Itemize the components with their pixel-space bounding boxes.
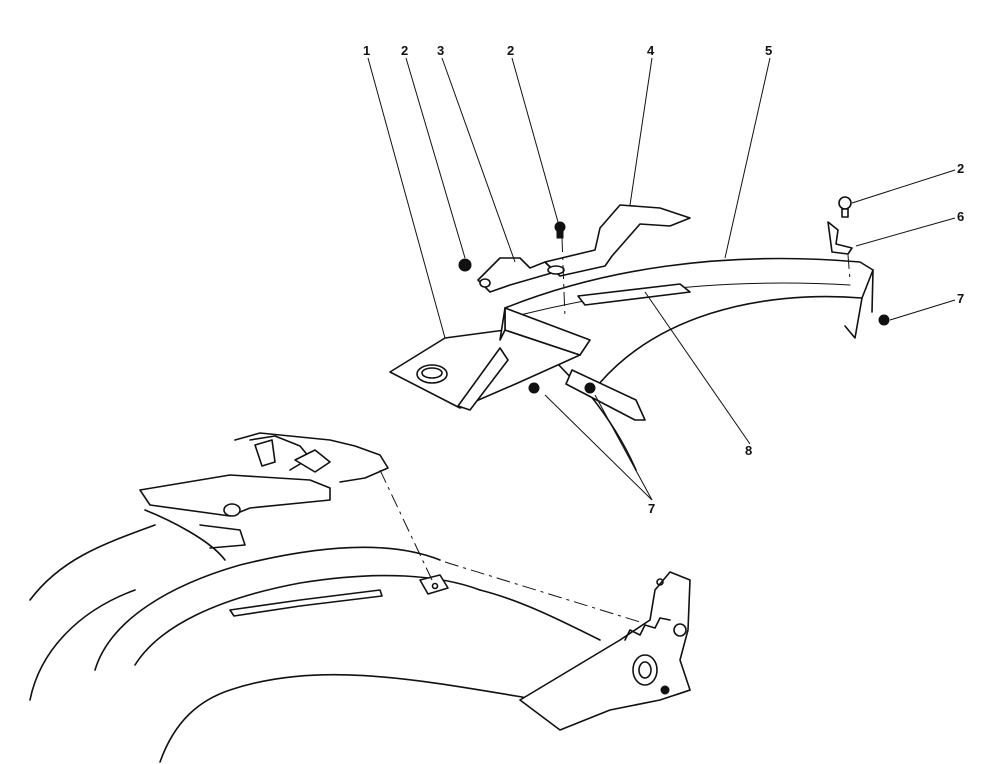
callout-5: 5: [765, 43, 772, 58]
callout-2: 2: [401, 43, 408, 58]
nut-right-part-7: [878, 314, 890, 326]
callout-3: 3: [437, 43, 444, 58]
axis-line: [847, 254, 851, 281]
chute-part-5: [504, 257, 874, 471]
alignment-line: [379, 469, 433, 581]
callout-2: 2: [507, 43, 514, 58]
handle-bar-assembly: [139, 432, 389, 561]
leader-lines: [367, 57, 956, 501]
mower-housing: [29, 524, 691, 763]
screw-right-part-2: [838, 196, 852, 218]
axis-line: [561, 237, 566, 319]
handle-part-4: [544, 204, 691, 277]
top-bracket-part-3: [477, 257, 556, 293]
callout-2: 2: [957, 161, 964, 176]
screw-mid-part-2: [554, 221, 566, 239]
clip-part-6: [827, 221, 853, 255]
alignment-line: [444, 561, 641, 623]
mount-bracket-part-1: [389, 307, 646, 421]
callout-7: 7: [648, 501, 655, 516]
callout-6: 6: [957, 209, 964, 224]
screw-left-part-2: [458, 258, 472, 272]
callout-1: 1: [363, 43, 370, 58]
callout-8: 8: [745, 443, 752, 458]
callout-7: 7: [957, 291, 964, 306]
callout-4: 4: [647, 43, 655, 58]
